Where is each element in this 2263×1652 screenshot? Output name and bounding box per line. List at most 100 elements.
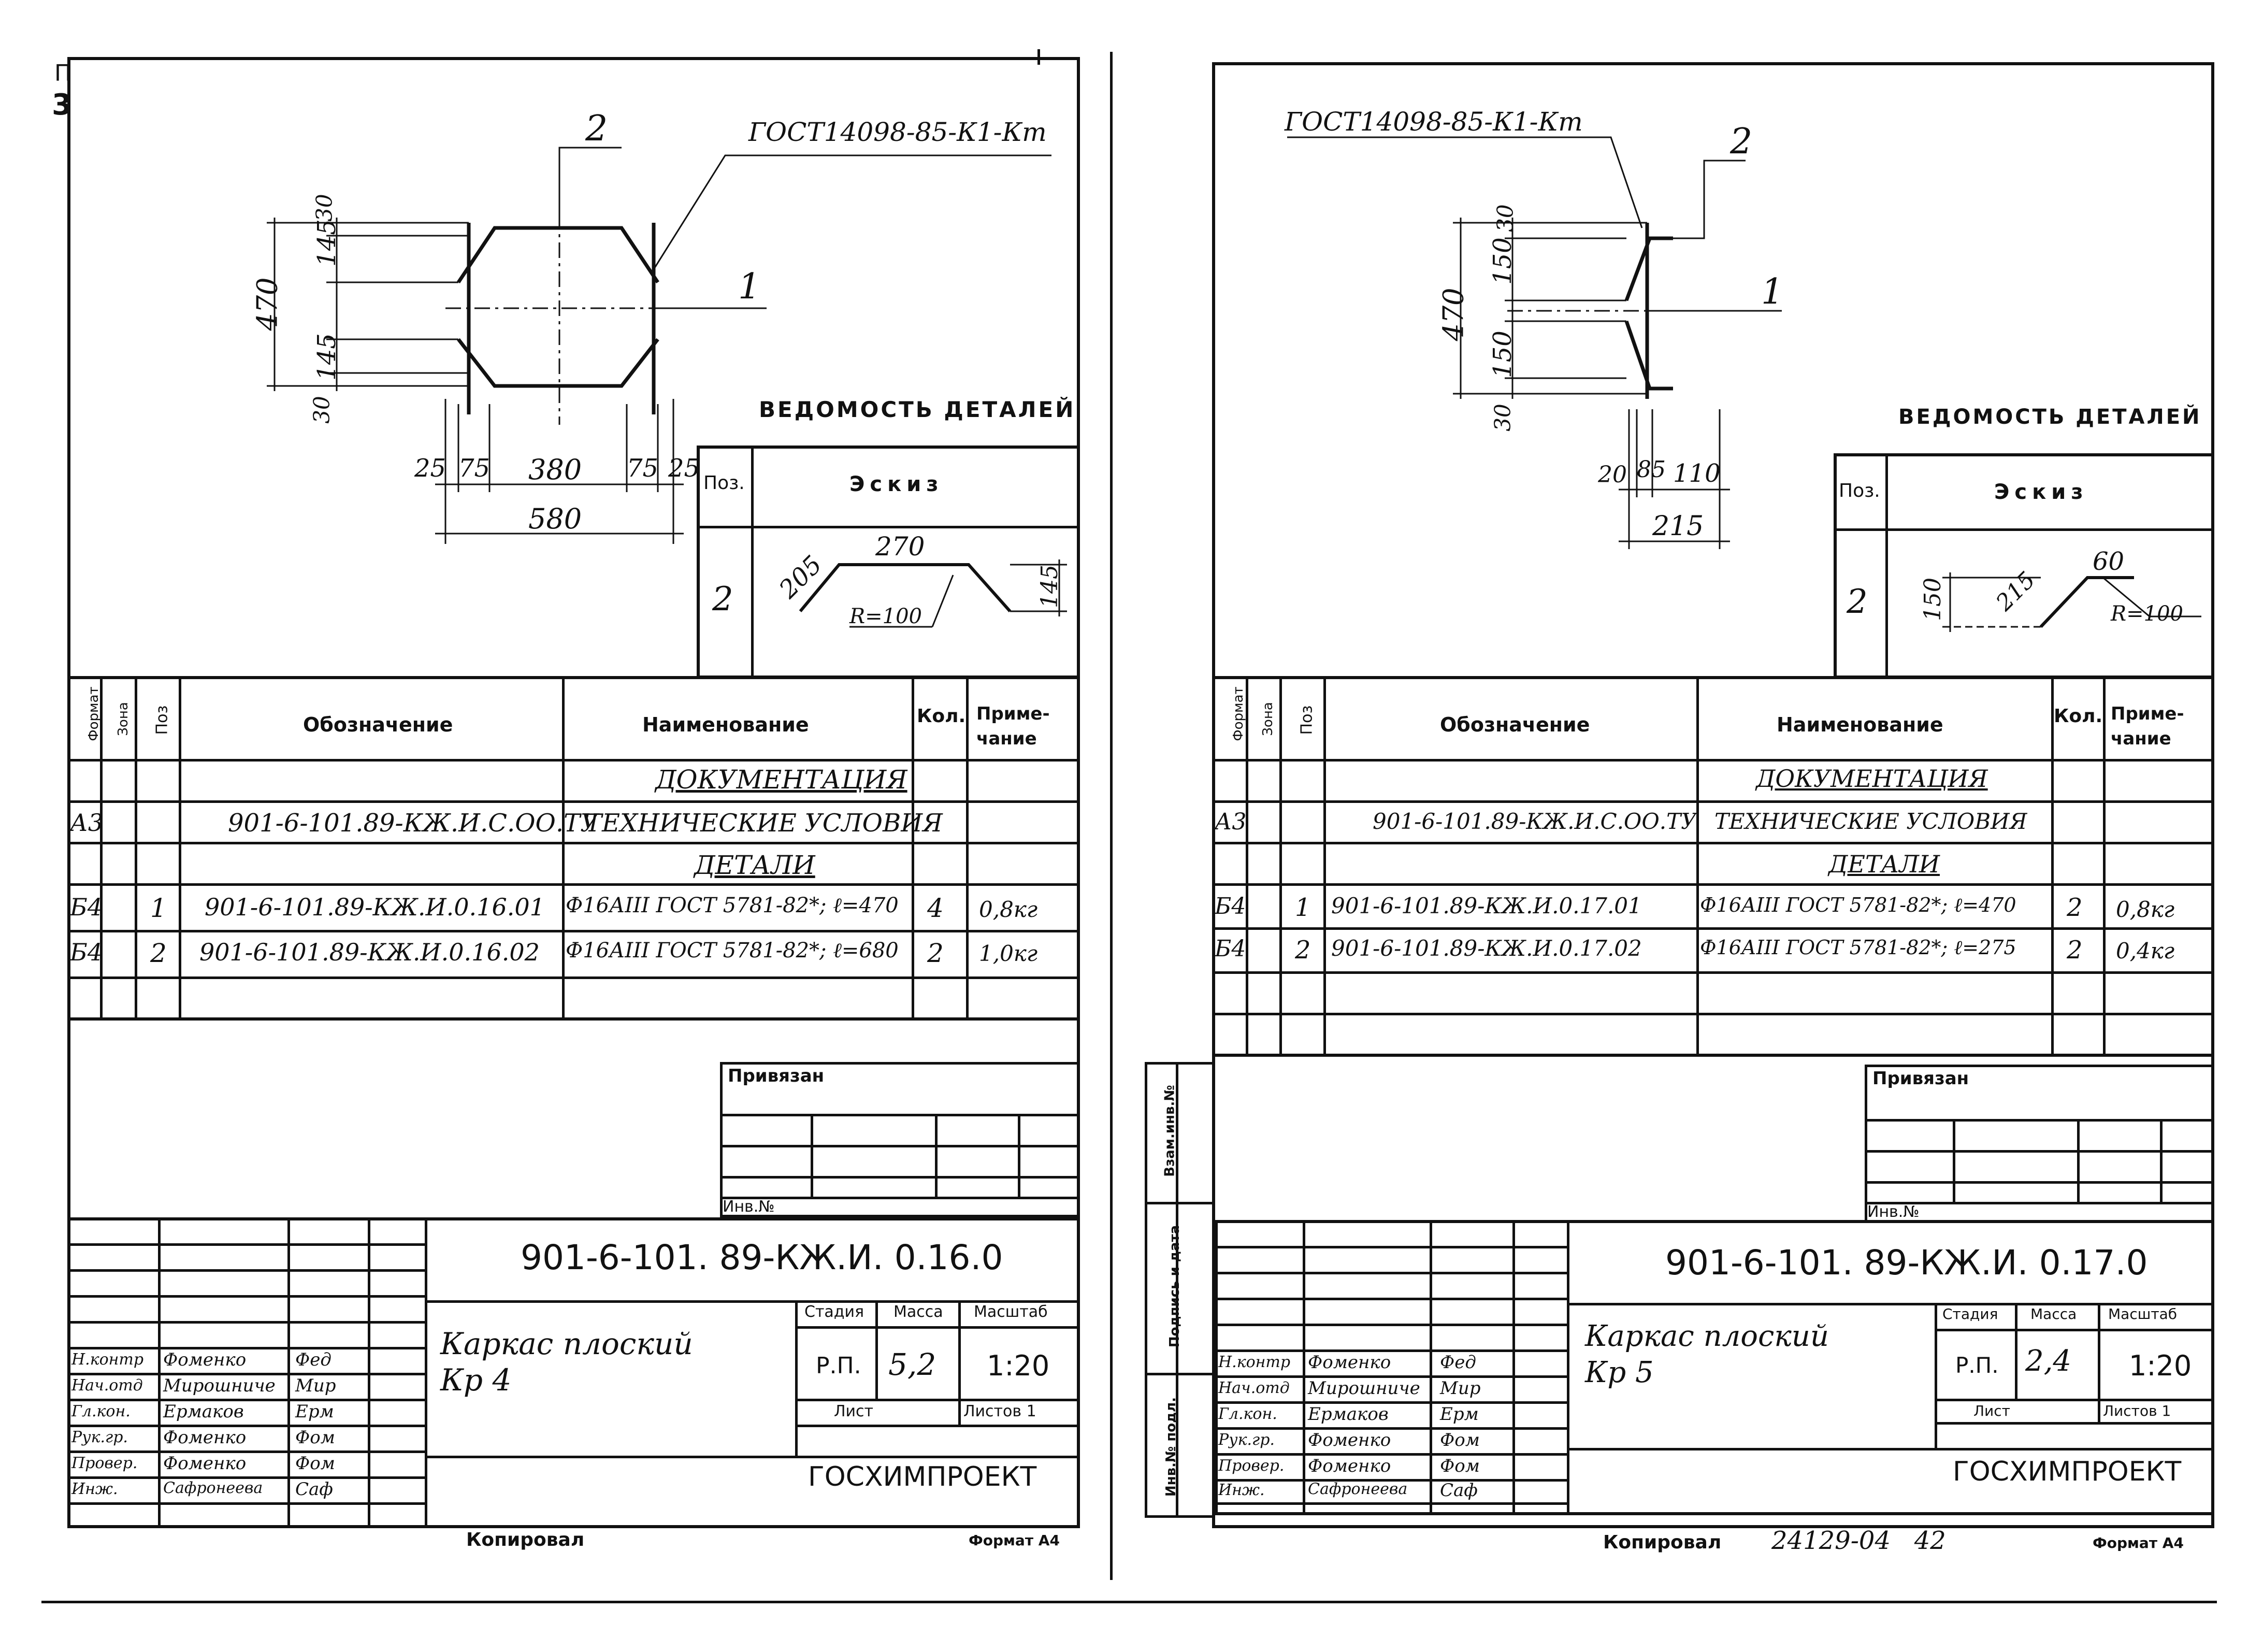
sig-name: Сафронеева: [1308, 1480, 1408, 1498]
spec-row-5-format: Б4: [1215, 936, 1246, 962]
dim-t1: 30: [1492, 204, 1518, 232]
spec-row-5-name: Ф16АIII ГОСТ 5781-82*; ℓ=680: [566, 939, 899, 963]
side-stamp-orig-inv: Инв.№ подл.: [1163, 1397, 1179, 1497]
spec-row-5-pos: 2: [150, 938, 167, 968]
sig-sign: Саф: [1440, 1480, 1478, 1501]
bound-row: [720, 1145, 1080, 1147]
details-pos-header: Поз.: [703, 472, 745, 494]
sig-sign: Фом: [295, 1453, 335, 1474]
callout-2-label: 2: [585, 108, 608, 149]
spec-table: [67, 676, 1080, 1021]
spec-hdr-format: Формат: [85, 686, 102, 741]
dim-w2: 85: [1637, 456, 1666, 483]
spec-hdr-name: Наименование: [1777, 713, 1943, 736]
spec-hdr-zone: Зона: [115, 702, 131, 736]
title-row: [795, 1425, 1080, 1427]
scale-header: Масштаб: [2108, 1305, 2178, 1323]
details-title: ВЕДОМОСТЬ ДЕТАЛЕЙ: [759, 397, 1076, 422]
details-dim-b: 270: [875, 531, 925, 562]
dim-h1: 145: [312, 219, 341, 267]
sig-row: [1215, 1272, 1567, 1274]
spec-row-5-name: Ф16АIII ГОСТ 5781-82*; ℓ=275: [1700, 936, 2016, 959]
dim-h-total: 470: [251, 277, 284, 331]
bound-row: [1865, 1150, 2214, 1153]
drawing-code: 901-6-101. 89-КЖ.И. 0.16.0: [521, 1238, 1003, 1277]
spec-row-4-qty: 4: [927, 893, 944, 923]
spec-row-4-format: Б4: [70, 893, 103, 921]
sig-row: [67, 1502, 425, 1505]
copied-label: Копировал: [466, 1529, 585, 1550]
sig-role: Провер.: [71, 1454, 138, 1472]
sig-role: Нач.отд: [71, 1376, 143, 1395]
dim-w2: 75: [458, 454, 491, 483]
dim-w3: 110: [1673, 459, 1721, 488]
sig-name: Мирошниче: [1308, 1378, 1420, 1399]
stage-value: Р.П.: [1955, 1353, 1999, 1378]
callout-1-label: 1: [1761, 271, 1784, 312]
callout-1-label: 1: [738, 266, 761, 307]
organization: ГОСХИМПРОЕКТ: [808, 1461, 1037, 1492]
spec-row-4-name: Ф16АIII ГОСТ 5781-82*; ℓ=470: [1700, 894, 2016, 916]
spec-row-2-designation: 901-6-101.89-КЖ.И.С.ОО.ТУ: [228, 809, 598, 838]
drawing-code: 901-6-101. 89-КЖ.И. 0.17.0: [1665, 1243, 2148, 1283]
dim-w1: 25: [414, 454, 446, 483]
dim-h1: 150: [1488, 237, 1517, 285]
title-col: [1567, 1220, 1569, 1515]
spec-col: [1696, 676, 1699, 1057]
sig-row: [67, 1476, 425, 1479]
sheets-label: Листов 1: [2103, 1402, 2171, 1419]
side-stamp-sign-date: Подпись и дата: [1167, 1225, 1183, 1348]
spec-row: [1212, 927, 2214, 930]
spec-row: [1212, 1013, 2214, 1015]
sig-role: Н.контр: [71, 1351, 144, 1369]
sig-role: Рук.гр.: [1218, 1431, 1275, 1449]
spec-hdr-qty: Кол.: [917, 706, 966, 727]
dim-w-total: 215: [1652, 511, 1704, 542]
spec-row: [1212, 883, 2214, 886]
title-row: [425, 1456, 1080, 1458]
spec-hdr-pos: Поз: [153, 705, 171, 735]
format-label: Формат А4: [2093, 1534, 2184, 1552]
spec-hdr-zone: Зона: [1260, 702, 1276, 736]
spec-row-2-name: ТЕХНИЧЕСКИЕ УСЛОВИЯ: [585, 809, 943, 838]
sig-row: [1215, 1246, 1567, 1248]
sig-sign: Мир: [295, 1375, 336, 1396]
title-row: [1935, 1329, 2214, 1331]
spec-hdr-note: Приме- чание: [2111, 703, 2184, 749]
spec-hdr-qty: Кол.: [2054, 706, 2103, 727]
bound-row: [1865, 1119, 2214, 1122]
spec-row-5-designation: 901-6-101.89-КЖ.И.0.17.02: [1331, 936, 1642, 961]
spec-row-2-format: А3: [1215, 809, 1247, 835]
sig-row: [1215, 1502, 1567, 1505]
frame-drawing: [1287, 136, 2201, 632]
sig-role: Инж.: [71, 1480, 118, 1498]
drawing-title: Каркас плоский Кр 4: [440, 1326, 693, 1398]
spec-row: [1212, 842, 2214, 844]
frame-tick: [1037, 49, 1040, 65]
dim-t2: 30: [1490, 404, 1516, 432]
sig-row: [67, 1450, 425, 1453]
bound-col: [1953, 1119, 1955, 1202]
sig-role: Гл.кон.: [1218, 1405, 1277, 1423]
sheet-left: ГОСТ14098-85-К1-Кт 2 1 470 145 30 145 30…: [0, 0, 1114, 1652]
spec-row-5-note: 1,0кг: [979, 941, 1038, 966]
sheet-label: Лист: [1973, 1402, 2010, 1419]
dim-w4: 75: [627, 454, 659, 483]
spec-row-4-designation: 901-6-101.89-КЖ.И.0.16.01: [205, 893, 545, 921]
sig-role: Гл.кон.: [71, 1402, 131, 1420]
spec-row-2-designation: 901-6-101.89-КЖ.И.С.ОО.ТУ: [1373, 809, 1697, 834]
spec-row-5-qty: 2: [2067, 936, 2083, 965]
bound-row: [1865, 1181, 2214, 1184]
details-dim-c: 145: [1036, 565, 1063, 608]
sig-name: Фоменко: [163, 1349, 247, 1370]
title-col: [2098, 1303, 2100, 1422]
sig-col: [1303, 1220, 1305, 1515]
spec-row-5-format: Б4: [70, 938, 103, 966]
sheet-label: Лист: [834, 1402, 874, 1420]
sig-sign: Фом: [1440, 1456, 1480, 1476]
sig-row: [67, 1373, 425, 1375]
mass-header: Масса: [2030, 1305, 2077, 1323]
bottom-rule: [41, 1601, 2217, 1603]
spec-col: [1246, 676, 1248, 1057]
sig-row: [67, 1243, 425, 1246]
